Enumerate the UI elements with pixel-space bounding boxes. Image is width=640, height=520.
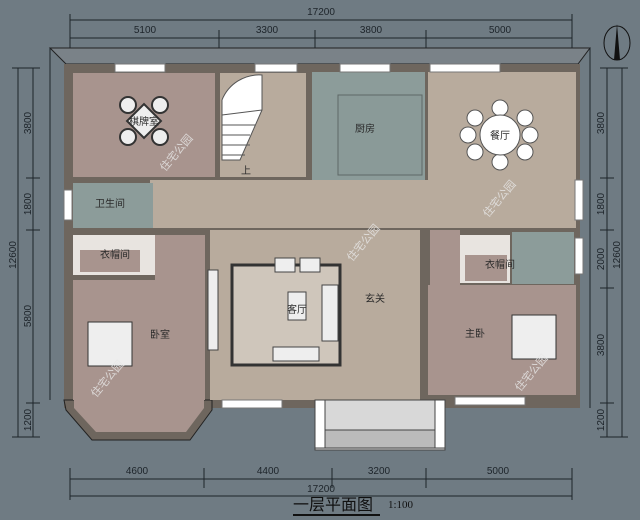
- label-living-room: 客厅: [287, 303, 307, 316]
- dim-bottom-total: 17200: [307, 484, 335, 495]
- dimension-bottom: 4600 4400 3200 5000 17200: [69, 466, 573, 500]
- dim-right-total: 12600: [612, 241, 623, 269]
- label-master-bedroom: 主卧: [465, 327, 485, 340]
- label-chess-room: 棋牌室: [129, 115, 159, 128]
- label-closet-right: 衣帽间: [485, 258, 515, 271]
- dimension-right: 12600 3800 1800 2000 3800 1200: [596, 67, 628, 438]
- room-hall: [150, 180, 428, 228]
- dining-table: [459, 99, 539, 171]
- dim-right-4: 3800: [596, 333, 607, 356]
- label-foyer: 玄关: [365, 292, 385, 305]
- dim-right-3: 2000: [596, 247, 607, 270]
- dim-bottom-3: 3200: [368, 466, 391, 477]
- label-kitchen: 厨房: [355, 122, 375, 135]
- dim-bottom-2: 4400: [257, 466, 280, 477]
- windows: [63, 63, 584, 409]
- dim-top-4: 5000: [489, 25, 512, 36]
- chess-table: [119, 96, 169, 146]
- roof-outline: [48, 47, 591, 65]
- bed-left: [87, 321, 133, 367]
- dim-top-3: 3800: [360, 25, 383, 36]
- dim-left-total: 12600: [8, 241, 19, 269]
- dim-left-1: 3800: [23, 111, 34, 134]
- dimension-left: 12600 3800 1800 5800 1200: [8, 67, 40, 438]
- dim-right-1: 3800: [596, 111, 607, 134]
- label-dining: 餐厅: [490, 129, 510, 142]
- dim-top-1: 5100: [134, 25, 157, 36]
- dim-right-5: 1200: [596, 408, 607, 431]
- dim-bottom-4: 5000: [487, 466, 510, 477]
- dimension-top: 17200 5100 3300 3800 5000: [69, 7, 573, 48]
- drawing-title: 一层平面图: [293, 495, 373, 514]
- sofa-set: [272, 257, 339, 362]
- dim-bottom-1: 4600: [126, 466, 149, 477]
- bed-master: [511, 314, 557, 360]
- label-closet-left: 衣帽间: [100, 248, 130, 261]
- drawing-scale: 1:100: [388, 499, 414, 511]
- room-bath-right: [512, 232, 574, 284]
- north-arrow-icon: [603, 24, 631, 61]
- dim-left-4: 1200: [23, 408, 34, 431]
- room-bath-left: [73, 183, 153, 228]
- label-stairs-up: 上: [241, 165, 251, 177]
- dim-right-2: 1800: [596, 192, 607, 215]
- dim-left-3: 5800: [23, 304, 34, 327]
- label-bathroom: 卫生间: [95, 197, 125, 210]
- tv-cabinet: [207, 269, 219, 351]
- dim-top-2: 3300: [256, 25, 279, 36]
- label-bedroom: 卧室: [150, 328, 170, 341]
- dim-top-total: 17200: [307, 7, 335, 18]
- staircase: [221, 74, 263, 161]
- dim-left-2: 1800: [23, 192, 34, 215]
